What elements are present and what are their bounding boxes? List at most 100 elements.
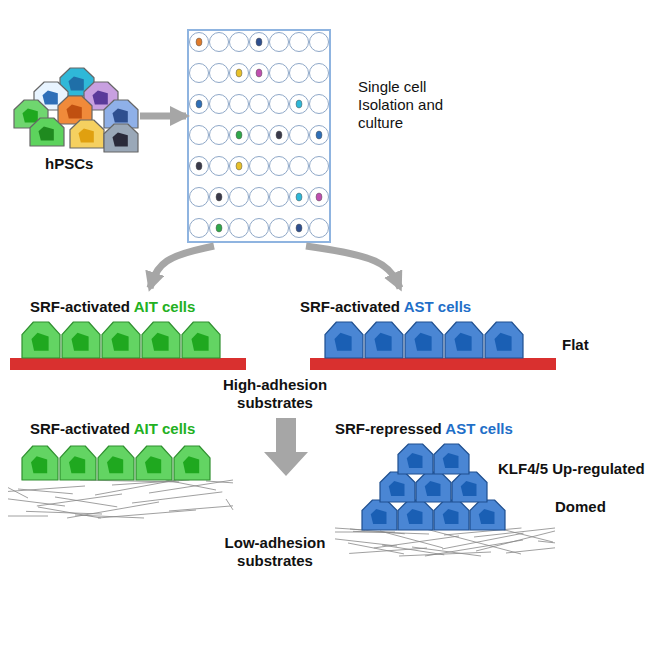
cell xyxy=(365,322,403,358)
nucleus xyxy=(183,456,199,473)
well xyxy=(230,219,249,238)
nucleus xyxy=(31,456,47,473)
well xyxy=(290,157,309,176)
cell xyxy=(325,322,363,358)
cell xyxy=(70,120,104,148)
group-title: hPSCs xyxy=(45,155,93,173)
well xyxy=(310,64,329,83)
single-cell xyxy=(196,38,202,46)
well xyxy=(190,64,209,83)
fibre xyxy=(335,528,365,530)
cell-type: AST cells xyxy=(400,298,471,315)
prefix: SRF-activated xyxy=(30,420,130,437)
well-plate xyxy=(188,30,330,242)
well xyxy=(310,157,329,176)
group-title: SRF-repressed AST cells xyxy=(335,420,513,438)
nucleus xyxy=(23,108,38,122)
cell-type: AIT cells xyxy=(130,298,195,315)
single-cell xyxy=(296,224,302,232)
well xyxy=(230,95,249,114)
fibre xyxy=(348,543,404,554)
cell xyxy=(452,472,487,502)
fibre xyxy=(422,528,521,554)
annotation: Flat xyxy=(562,336,589,354)
well xyxy=(190,33,209,52)
well xyxy=(230,126,249,145)
cell xyxy=(434,444,469,474)
single-cell xyxy=(256,69,262,77)
substrate-bar xyxy=(310,358,556,370)
fibre xyxy=(8,516,48,517)
single-cell xyxy=(236,162,242,170)
well xyxy=(250,64,269,83)
process-arrow xyxy=(140,113,186,120)
nucleus xyxy=(152,333,169,351)
cell xyxy=(405,322,443,358)
cell xyxy=(174,446,210,480)
well xyxy=(290,95,309,114)
well xyxy=(210,64,229,83)
single-cell xyxy=(216,193,222,201)
prefix: SRF-activated xyxy=(300,298,400,315)
fibre xyxy=(8,488,28,498)
cell xyxy=(416,472,451,502)
cell xyxy=(398,500,433,530)
well xyxy=(270,33,289,52)
substrate-label: High-adhesion substrates xyxy=(215,376,335,412)
well xyxy=(290,188,309,207)
nucleus xyxy=(72,333,89,351)
well xyxy=(230,157,249,176)
cell-type: AIT cells xyxy=(130,420,195,437)
well xyxy=(310,188,329,207)
fibre xyxy=(95,480,176,495)
well xyxy=(290,64,309,83)
single-cell xyxy=(276,131,282,139)
cell-type: AST cells xyxy=(442,420,513,437)
single-cell xyxy=(316,131,322,139)
cell xyxy=(380,472,415,502)
cell xyxy=(362,500,397,530)
group-title: SRF-activated AIT cells xyxy=(30,420,195,438)
single-cell xyxy=(256,38,262,46)
prefix: SRF-activated xyxy=(30,298,130,315)
substrate-label: Low-adhesion substrates xyxy=(215,534,335,570)
well xyxy=(290,126,309,145)
cell xyxy=(142,322,180,358)
nucleus xyxy=(375,333,392,351)
nucleus xyxy=(69,76,84,90)
nucleus xyxy=(145,456,161,473)
nucleus xyxy=(32,333,49,351)
cell xyxy=(470,500,505,530)
nucleus xyxy=(69,456,85,473)
fibre xyxy=(18,489,73,494)
nucleus xyxy=(415,333,432,351)
single-cell xyxy=(296,193,302,201)
nucleus xyxy=(335,333,352,351)
group-title: Single cell Isolation and culture xyxy=(358,78,448,132)
well xyxy=(210,126,229,145)
process-arrow xyxy=(306,246,400,288)
nucleus xyxy=(112,333,129,351)
fibre xyxy=(132,492,222,503)
cell xyxy=(104,124,138,152)
cell xyxy=(398,444,433,474)
well xyxy=(270,219,289,238)
well xyxy=(210,219,229,238)
prefix: SRF-repressed xyxy=(335,420,442,437)
well xyxy=(310,95,329,114)
well xyxy=(310,219,329,238)
single-cell xyxy=(196,100,202,108)
well xyxy=(190,219,209,238)
well xyxy=(250,188,269,207)
single-cell xyxy=(316,193,322,201)
nucleus xyxy=(107,456,123,473)
fibre xyxy=(374,536,459,548)
nucleus xyxy=(479,509,495,524)
nucleus xyxy=(39,126,54,140)
well xyxy=(190,157,209,176)
well xyxy=(230,64,249,83)
nucleus xyxy=(79,128,94,142)
cell-group: SRF-activated AIT cells xyxy=(10,288,250,374)
